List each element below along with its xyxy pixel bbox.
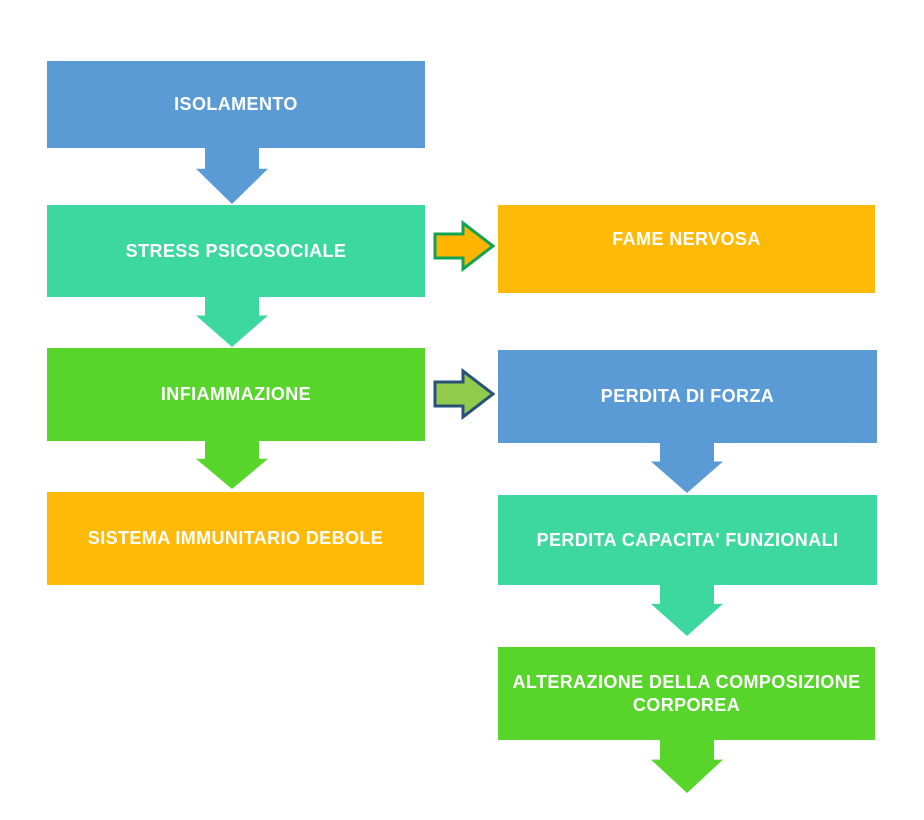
flow-box-stress-psicosociale-label: STRESS PSICOSOCIALE	[125, 240, 347, 261]
flow-box-fame-nervosa: FAME NERVOSA	[498, 205, 875, 293]
flow-box-sistema-immunitario-debole-label: SISTEMA IMMUNITARIO DEBOLE	[87, 528, 384, 549]
down-arrow-infiammazione-to-sistema-icon	[196, 441, 268, 489]
flow-box-infiammazione-label: INFIAMMAZIONE	[160, 384, 312, 405]
flow-box-fame-nervosa-label: FAME NERVOSA	[612, 228, 761, 249]
right-arrow-infiammazione-to-forza-icon	[433, 368, 497, 420]
down-arrow-capacita-to-alterazione-icon	[651, 585, 723, 636]
down-arrow-isolamento-to-stress-icon	[196, 148, 268, 204]
flow-box-infiammazione: INFIAMMAZIONE	[47, 348, 425, 441]
flow-box-perdita-di-forza: PERDITA DI FORZA	[498, 350, 877, 443]
flow-box-perdita-capacita-funzionali-label: PERDITA CAPACITA' FUNZIONALI	[536, 529, 839, 550]
flow-box-alterazione-label-line2: CORPOREA	[632, 694, 741, 715]
right-arrow-stress-to-fame-icon	[433, 220, 497, 272]
flow-box-sistema-immunitario-debole: SISTEMA IMMUNITARIO DEBOLE	[47, 492, 424, 585]
flow-box-perdita-capacita-funzionali: PERDITA CAPACITA' FUNZIONALI	[498, 495, 877, 585]
flow-box-alterazione-composizione-corporea: ALTERAZIONE DELLA COMPOSIZIONE CORPOREA	[498, 647, 875, 740]
flow-box-isolamento: ISOLAMENTO	[47, 61, 425, 148]
flow-box-alterazione-label-line1: ALTERAZIONE DELLA COMPOSIZIONE	[512, 672, 861, 692]
down-arrow-forza-to-capacita-icon	[651, 443, 723, 493]
flow-box-perdita-di-forza-label: PERDITA DI FORZA	[600, 386, 775, 407]
down-arrow-stress-to-infiammazione-icon	[196, 297, 268, 347]
flow-box-isolamento-label: ISOLAMENTO	[174, 94, 298, 115]
down-arrow-alterazione-out-icon	[651, 740, 723, 793]
flow-box-stress-psicosociale: STRESS PSICOSOCIALE	[47, 205, 425, 297]
